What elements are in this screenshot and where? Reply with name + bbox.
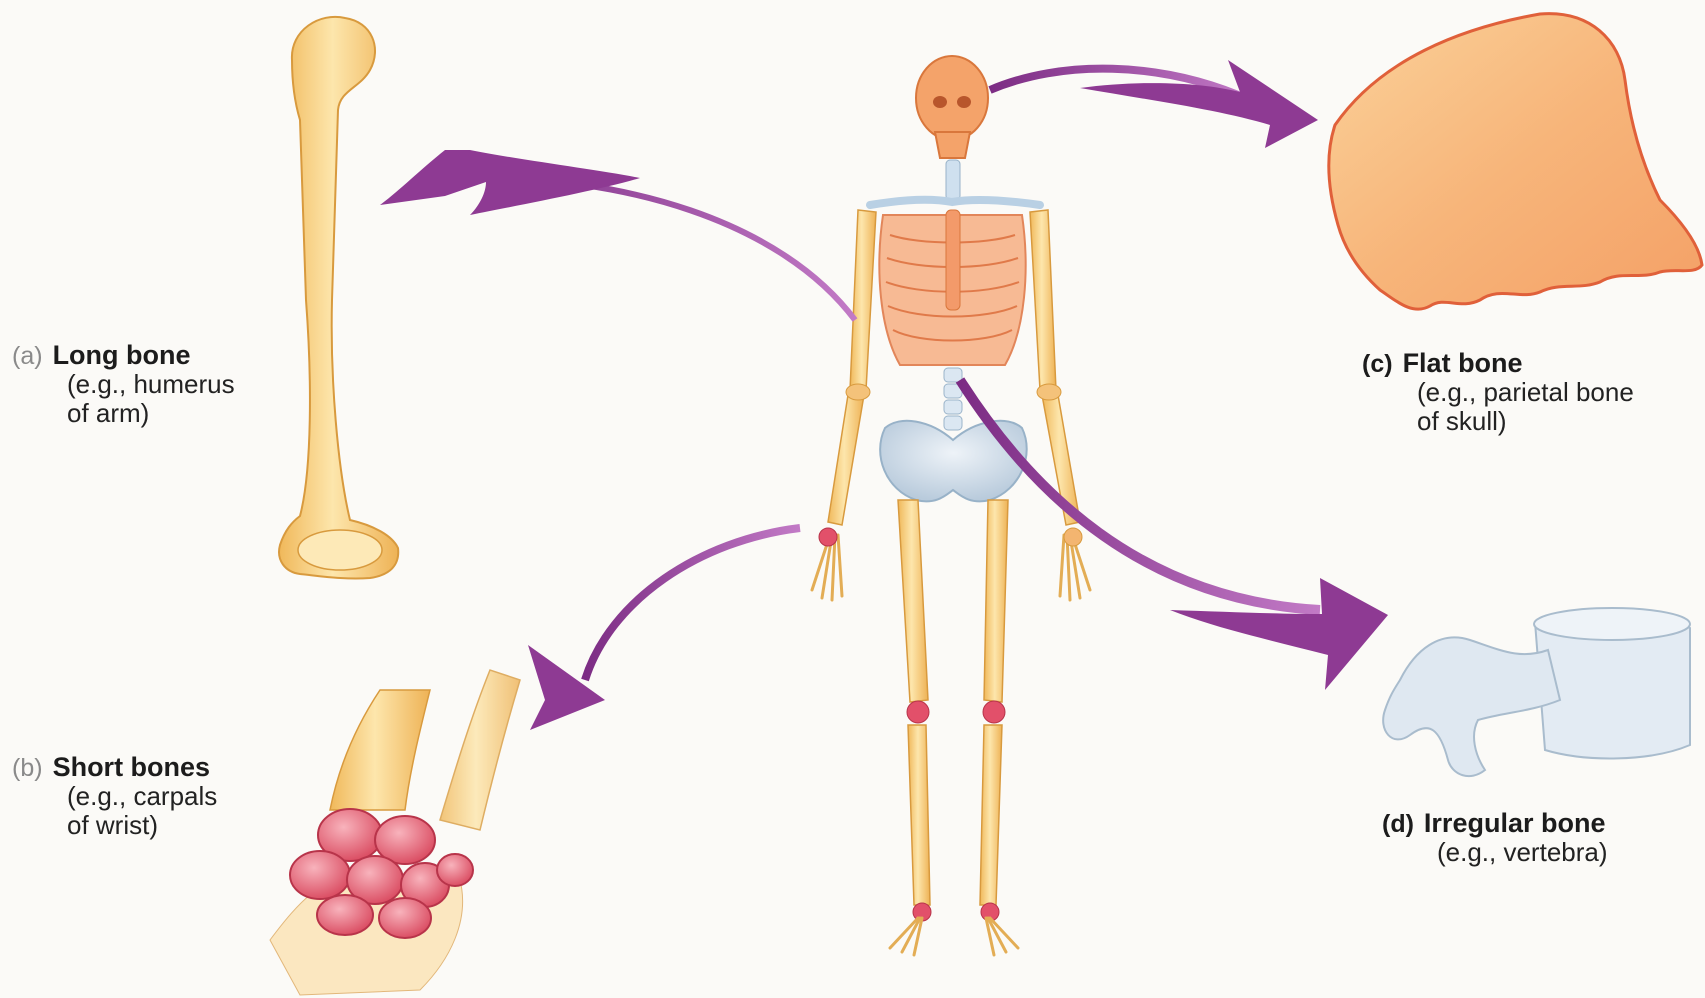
label-irregular-bone: (d) Irregular bone (e.g., vertebra) bbox=[1382, 808, 1608, 867]
label-desc-long-bone-1: (e.g., humerus bbox=[12, 370, 235, 399]
pelvis bbox=[880, 421, 1027, 502]
label-desc-short-bones-1: (e.g., carpals bbox=[12, 782, 217, 811]
label-desc-short-bones-2: of wrist) bbox=[12, 811, 217, 840]
human-skeleton bbox=[812, 56, 1090, 955]
label-desc-flat-bone-2: of skull) bbox=[1362, 407, 1634, 436]
label-desc-flat-bone-1: (e.g., parietal bone bbox=[1362, 378, 1634, 407]
label-letter-b: (b) bbox=[12, 754, 43, 782]
label-long-bone: (a) Long bone (e.g., humerus of arm) bbox=[12, 340, 235, 428]
arrow-to-flat-bone bbox=[990, 60, 1318, 148]
label-short-bones: (b) Short bones (e.g., carpals of wrist) bbox=[12, 752, 217, 840]
label-desc-long-bone-2: of arm) bbox=[12, 399, 235, 428]
label-title-flat-bone: Flat bone bbox=[1403, 348, 1523, 378]
arrow-to-long-bone bbox=[380, 150, 855, 320]
arrow-to-irregular-bone bbox=[960, 380, 1388, 690]
parietal-flat-bone bbox=[1329, 14, 1702, 310]
label-letter-c: (c) bbox=[1362, 350, 1393, 378]
arrow-to-short-bones bbox=[528, 528, 800, 730]
label-letter-a: (a) bbox=[12, 342, 43, 370]
humerus-long-bone bbox=[279, 17, 398, 579]
ribcage bbox=[879, 210, 1025, 365]
vertebra-irregular-bone bbox=[1383, 608, 1690, 776]
skull bbox=[916, 56, 988, 158]
wrist-short-bones bbox=[270, 670, 520, 995]
label-title-short-bones: Short bones bbox=[53, 752, 211, 782]
label-title-long-bone: Long bone bbox=[53, 340, 191, 370]
label-flat-bone: (c) Flat bone (e.g., parietal bone of sku… bbox=[1362, 348, 1634, 436]
label-title-irregular-bone: Irregular bone bbox=[1424, 808, 1606, 838]
label-letter-d: (d) bbox=[1382, 810, 1414, 838]
label-desc-irregular-bone-1: (e.g., vertebra) bbox=[1382, 838, 1608, 867]
